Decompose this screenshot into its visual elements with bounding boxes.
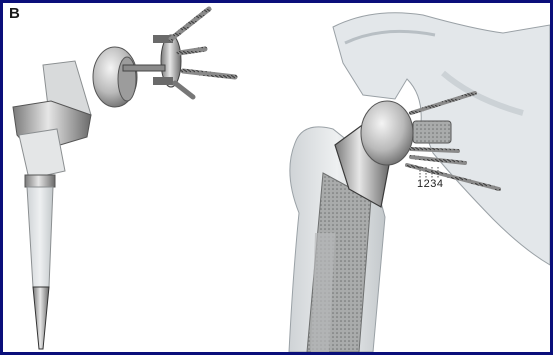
humeral-stem-icon (13, 61, 91, 349)
illustration (3, 3, 550, 352)
panel-label: B (9, 6, 20, 21)
figure-frame: B 1234 (3, 3, 550, 352)
screw-number-labels: 1234 (417, 179, 443, 190)
screw-icon (171, 9, 235, 97)
glenosphere-icon (93, 47, 137, 107)
